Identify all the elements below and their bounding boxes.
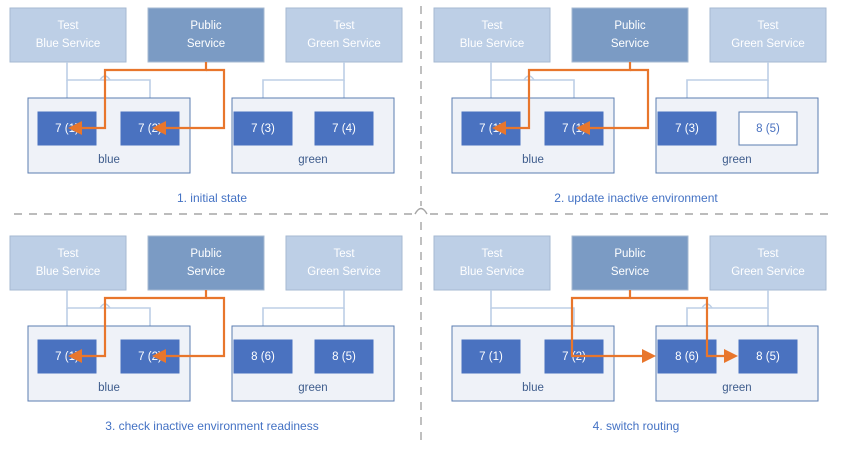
panel-4-test-green-service-line1: Test	[757, 248, 779, 260]
panel-4-test-green-service-line2: Green Service	[731, 266, 805, 278]
panel-2-public-service-line1: Public	[614, 20, 646, 32]
panel-4-green-environment-label: green	[722, 382, 751, 394]
panel-1-public-service-line2: Service	[187, 38, 225, 50]
panel-3: Test Blue Service Public Service Test Gr…	[9, 235, 403, 433]
panel-1-green-environment[interactable]: green 7 (3) 7 (4)	[231, 97, 395, 174]
panel-1-public-service[interactable]: Public Service	[147, 7, 265, 63]
panel-1-test-green-service-line1: Test	[333, 20, 355, 32]
panel-4-blue-environment[interactable]: blue 7 (1) 7 (2)	[451, 325, 615, 402]
panel-3-test-blue-service[interactable]: Test Blue Service	[9, 235, 127, 291]
panel-2-blue-environment[interactable]: blue 7 (1) 7 (1)	[451, 97, 615, 174]
panel-4-test-blue-service-line1: Test	[481, 248, 503, 260]
panel-4-test-blue-service[interactable]: Test Blue Service	[433, 235, 551, 291]
panel-2-test-blue-service[interactable]: Test Blue Service	[433, 7, 551, 63]
panel-3-public-routing-flow	[68, 290, 226, 363]
panel-2-blue-environment-label: blue	[522, 154, 544, 166]
panel-3-test-green-service[interactable]: Test Green Service	[285, 235, 403, 291]
panel-1-green-instance-1[interactable]: 7 (3)	[233, 111, 293, 146]
panel-1-green-instance-2-label: 7 (4)	[332, 123, 356, 135]
panel-3-public-service[interactable]: Public Service	[147, 235, 265, 291]
panel-4-green-instance-1-label: 8 (6)	[675, 351, 699, 363]
panel-4: Test Blue Service Public Service Test Gr…	[433, 235, 827, 433]
panel-3-caption: 3. check inactive environment readiness	[105, 419, 318, 433]
panel-2-test-green-service[interactable]: Test Green Service	[709, 7, 827, 63]
panel-3-public-service-line2: Service	[187, 266, 225, 278]
panel-3-green-instance-1[interactable]: 8 (6)	[233, 339, 293, 374]
panel-2-test-blue-service-line2: Blue Service	[460, 38, 525, 50]
panel-4-test-blue-service-line2: Blue Service	[460, 266, 525, 278]
panel-1-public-routing-flow	[68, 62, 226, 135]
panel-3-test-green-service-line1: Test	[333, 248, 355, 260]
panel-3-test-blue-service-line1: Test	[57, 248, 79, 260]
panel-3-blue-environment[interactable]: blue 7 (1) 7 (2)	[27, 325, 191, 402]
panel-4-green-instance-2-label: 8 (5)	[756, 351, 780, 363]
panel-2-public-routing-flow	[492, 62, 650, 135]
panel-3-test-green-service-line2: Green Service	[307, 266, 381, 278]
panel-4-blue-instance-1[interactable]: 7 (1)	[461, 339, 521, 374]
panel-2-test-blue-service-line1: Test	[481, 20, 503, 32]
panel-2-green-instance-2[interactable]: 8 (5)	[738, 111, 798, 146]
panel-1-green-instance-2[interactable]: 7 (4)	[314, 111, 374, 146]
panel-4-blue-instance-1-label: 7 (1)	[479, 351, 503, 363]
panel-1: Test Blue Service Public Service Test Gr…	[9, 7, 403, 205]
panel-3-blue-environment-label: blue	[98, 382, 120, 394]
divider-crossing-hop	[414, 207, 428, 215]
panel-1-test-blue-service[interactable]: Test Blue Service	[9, 7, 127, 63]
panel-2-public-service[interactable]: Public Service	[571, 7, 689, 63]
panel-4-public-service-line1: Public	[614, 248, 646, 260]
panel-1-test-blue-service-line2: Blue Service	[36, 38, 101, 50]
panel-dividers	[14, 6, 834, 440]
panel-2-green-instance-1-label: 7 (3)	[675, 123, 699, 135]
panel-2-green-instance-1[interactable]: 7 (3)	[657, 111, 717, 146]
panel-2-green-instance-2-label: 8 (5)	[756, 123, 780, 135]
panel-3-public-service-line1: Public	[190, 248, 222, 260]
panel-1-blue-environment[interactable]: blue 7 (1) 7 (2)	[27, 97, 191, 174]
panel-2-caption: 2. update inactive environment	[554, 191, 718, 205]
panel-4-caption: 4. switch routing	[593, 419, 680, 433]
panel-1-public-service-line1: Public	[190, 20, 222, 32]
panel-1-test-green-service-line2: Green Service	[307, 38, 381, 50]
panel-2-test-green-service-line2: Green Service	[731, 38, 805, 50]
panel-2-green-environment[interactable]: green 7 (3) 8 (5)	[655, 97, 819, 174]
panel-3-green-environment-label: green	[298, 382, 327, 394]
panel-1-test-blue-service-line1: Test	[57, 20, 79, 32]
panel-1-green-instance-1-label: 7 (3)	[251, 123, 275, 135]
panel-2-green-environment-label: green	[722, 154, 751, 166]
panel-3-green-environment[interactable]: green 8 (6) 8 (5)	[231, 325, 395, 402]
panel-3-green-instance-1-label: 8 (6)	[251, 351, 275, 363]
panel-2-test-green-service-line1: Test	[757, 20, 779, 32]
panel-2: Test Blue Service Public Service Test Gr…	[433, 7, 827, 205]
panel-3-test-blue-service-line2: Blue Service	[36, 266, 101, 278]
panel-1-blue-environment-label: blue	[98, 154, 120, 166]
panel-1-test-green-service[interactable]: Test Green Service	[285, 7, 403, 63]
panel-3-green-instance-2[interactable]: 8 (5)	[314, 339, 374, 374]
panel-4-public-routing-flow	[570, 290, 738, 363]
panel-4-green-environment[interactable]: green 8 (6) 8 (5)	[655, 325, 819, 402]
panel-1-green-environment-label: green	[298, 154, 327, 166]
panel-4-public-service[interactable]: Public Service	[571, 235, 689, 291]
panel-2-public-service-line2: Service	[611, 38, 649, 50]
panel-1-caption: 1. initial state	[177, 191, 247, 205]
panel-4-test-green-service[interactable]: Test Green Service	[709, 235, 827, 291]
panel-4-green-instance-2[interactable]: 8 (5)	[738, 339, 798, 374]
panel-3-green-instance-2-label: 8 (5)	[332, 351, 356, 363]
panel-4-public-service-line2: Service	[611, 266, 649, 278]
panel-4-blue-environment-label: blue	[522, 382, 544, 394]
